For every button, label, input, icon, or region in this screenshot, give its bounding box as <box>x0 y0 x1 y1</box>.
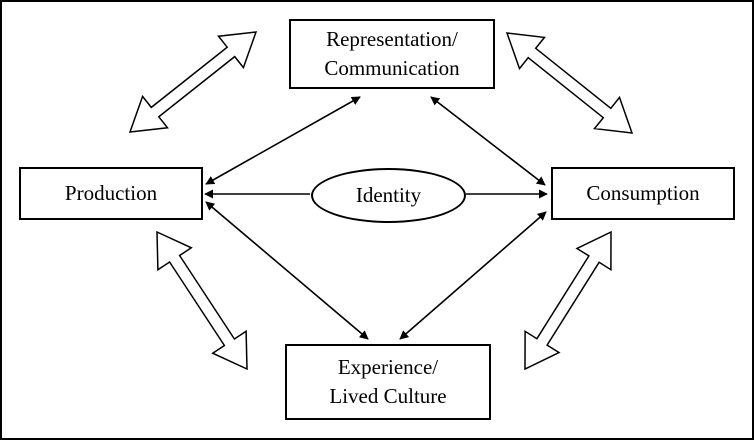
node-consumption-label: Consumption <box>586 181 700 205</box>
node-experience-lived-culture: Experience/ Lived Culture <box>285 344 491 420</box>
node-experience-line-1: Experience/ <box>337 355 439 379</box>
node-identity: Identity <box>311 168 466 223</box>
hollow-arrow-experience-consumption <box>524 230 612 371</box>
node-experience-line-2: Lived Culture <box>329 384 447 408</box>
arrow-production-experience <box>205 201 369 340</box>
arrow-experience-consumption <box>399 211 547 340</box>
hollow-arrow-production-experience <box>156 230 248 371</box>
node-representation-line-2: Communication <box>324 56 460 80</box>
node-representation-line-1: Representation/ <box>326 27 458 51</box>
node-identity-label: Identity <box>355 183 422 207</box>
node-consumption: Consumption <box>551 167 735 220</box>
node-representation-communication: Representation/ Communication <box>289 19 495 89</box>
node-production: Production <box>19 167 203 220</box>
hollow-arrow-production-representation <box>128 31 258 133</box>
hollow-arrow-representation-consumption <box>505 32 634 134</box>
arrow-production-representation <box>205 96 361 185</box>
node-production-label: Production <box>64 181 158 205</box>
arrow-representation-consumption <box>430 96 546 186</box>
